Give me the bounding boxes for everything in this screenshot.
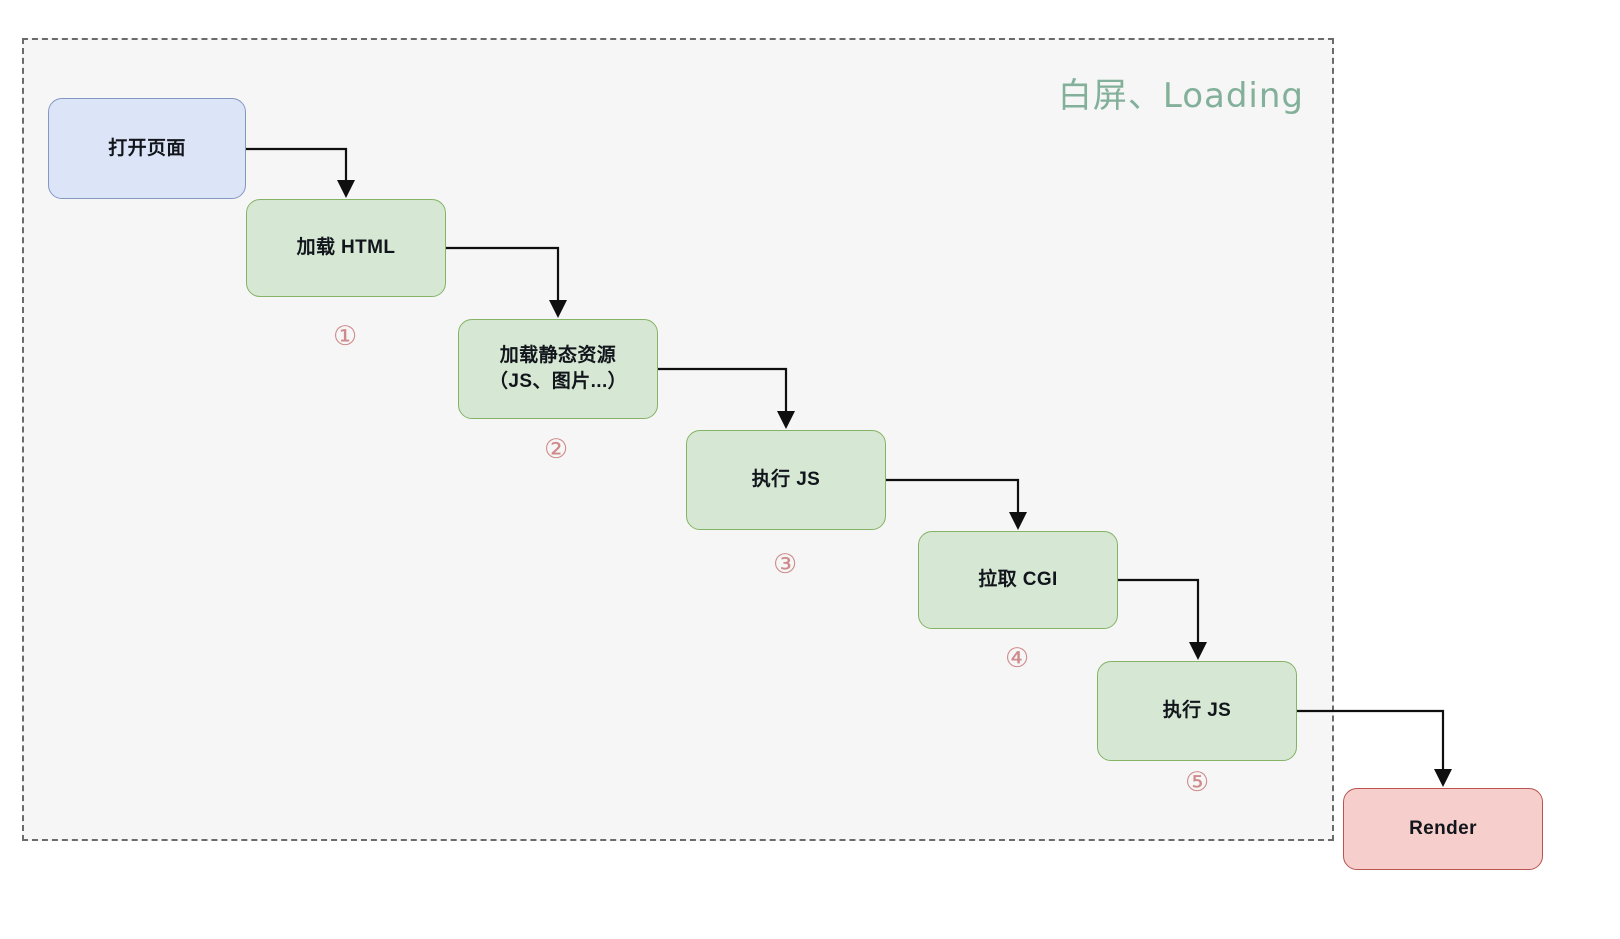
step-marker-2: ② (544, 434, 569, 465)
step-marker-5: ⑤ (1185, 767, 1210, 798)
node-load-html[interactable]: 加载 HTML (246, 199, 446, 297)
node-exec-js-first[interactable]: 执行 JS (686, 430, 886, 530)
node-exec-js-first-label: 执行 JS (751, 469, 821, 491)
node-fetch-cgi-label: 拉取 CGI (978, 569, 1058, 591)
node-render-label: Render (1409, 818, 1477, 840)
node-open-page-label: 打开页面 (108, 137, 186, 159)
step-marker-4: ④ (1005, 643, 1030, 674)
step-marker-1: ① (333, 321, 358, 352)
phase-group-title: 白屏、Loading (1057, 76, 1304, 116)
node-render[interactable]: Render (1343, 788, 1543, 870)
node-fetch-cgi[interactable]: 拉取 CGI (918, 531, 1118, 629)
node-load-html-label: 加载 HTML (296, 237, 396, 259)
node-open-page[interactable]: 打开页面 (48, 98, 246, 199)
node-load-static-resources-label: 加载静态资源 （JS、图片...） (488, 345, 628, 392)
node-load-static-resources[interactable]: 加载静态资源 （JS、图片...） (458, 319, 658, 419)
node-exec-js-second-label: 执行 JS (1162, 700, 1232, 722)
step-marker-3: ③ (773, 549, 798, 580)
node-exec-js-second[interactable]: 执行 JS (1097, 661, 1297, 761)
